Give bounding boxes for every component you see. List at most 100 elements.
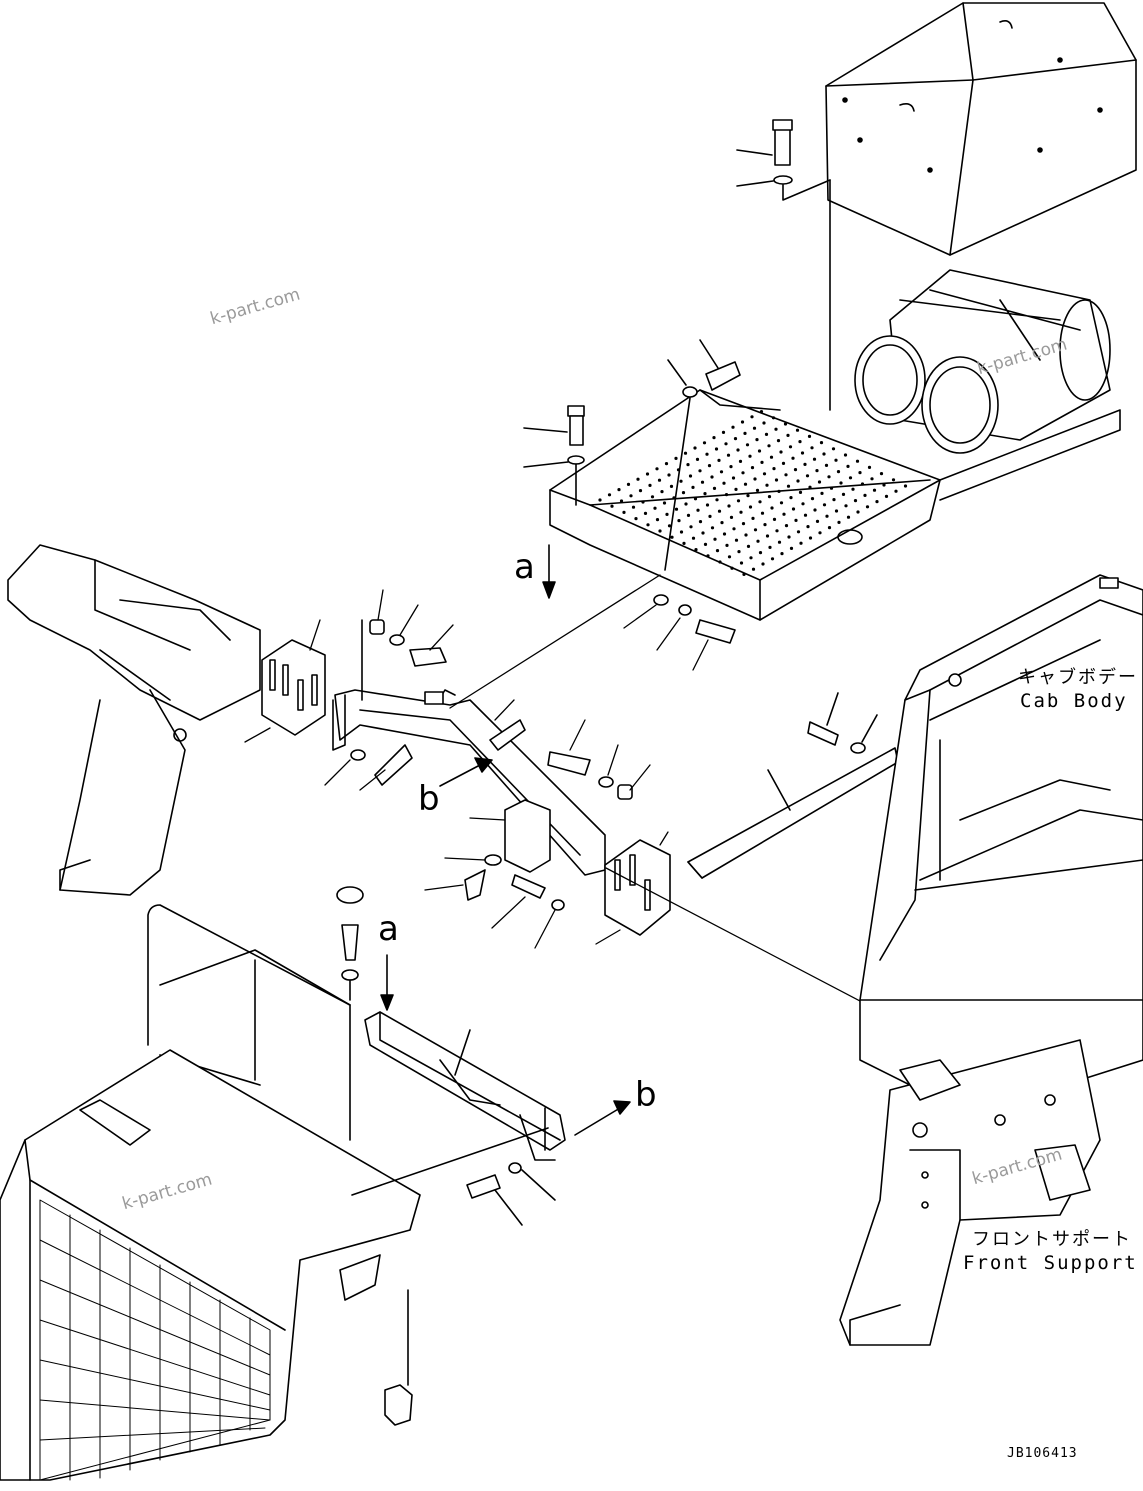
perforation-hole [779,450,783,454]
perforation-hole [736,448,740,452]
perforation-hole [738,459,743,463]
perforation-hole [798,440,802,444]
left-frame-bracket [7,544,261,896]
perforation-hole [634,517,638,521]
aftertreatment-units [854,269,1111,454]
lower-crossbar [351,1011,566,1226]
perforation-hole [750,415,754,419]
perforation-hole [745,443,750,447]
perforation-hole [688,474,693,478]
perforation-hole [777,540,782,544]
perforation-hole [714,447,719,451]
perforation-hole [731,476,736,480]
drawing-code: JB106413 [1007,1446,1078,1461]
perforation-hole [722,532,727,536]
cab-body-label-en: Cab Body [1020,690,1128,712]
perforation-hole [729,515,734,520]
perforation-hole [767,495,772,499]
perforation-hole [836,470,841,474]
perforation-hole [894,489,898,493]
perforation-hole [702,441,707,445]
perforation-hole [822,452,826,456]
front-support [839,1039,1101,1346]
radiator-grille [39,1199,271,1481]
perforation-hole [715,498,719,502]
perforation-hole [739,561,744,565]
perforation-hole [664,462,669,466]
perforation-hole [808,536,813,540]
perforation-hole [734,487,738,491]
perforation-hole [819,441,824,445]
perforation-hole [844,504,848,508]
perforation-hole [731,425,735,429]
perforation-hole [703,492,707,496]
perforation-hole [693,497,698,501]
perforation-hole [681,491,686,495]
perforation-hole [751,516,755,521]
perforation-hole [741,471,745,475]
perforation-hole [772,517,777,522]
perforation-hole [682,541,686,546]
perforation-hole [813,508,817,512]
perforation-hole [815,519,820,524]
perforation-hole [648,483,652,487]
perforation-hole [724,442,728,446]
perforation-hole [843,453,848,457]
perforation-hole [834,509,839,513]
perforation-hole [774,478,779,482]
perforation-hole [706,554,710,558]
view-marker-b-right: b [635,1075,657,1115]
perforation-hole [794,518,798,523]
perforation-hole [875,500,879,504]
perforation-hole [818,531,822,535]
perforation-hole [855,459,860,463]
perforation-hole [822,503,827,507]
perforation-hole [669,484,674,488]
perforation-hole [793,468,798,472]
perforation-hole [815,469,819,473]
perforation-hole [755,438,759,442]
perforation-hole [863,493,867,497]
perforation-hole [622,510,626,514]
perforation-hole [834,458,838,462]
perforation-hole [851,487,855,491]
perforation-hole [870,477,874,481]
handrail [147,904,351,1141]
perforation-hole [758,500,762,504]
perforation-hole [712,436,716,440]
perforation-hole [872,488,877,492]
perforation-hole [853,499,858,503]
perforation-hole [631,505,636,509]
perforation-hole [903,484,908,488]
perforation-hole [806,525,810,529]
perforation-hole [841,492,846,496]
perforation-hole [708,514,712,519]
perforation-hole [677,519,681,523]
perforation-hole [726,453,731,457]
perforation-hole [769,455,774,459]
perforation-hole [696,508,700,512]
perforation-hole [748,505,753,509]
bolt-and-washer-top [736,119,831,411]
perforation-hole [784,473,788,477]
perforation-hole [698,520,703,524]
perforation-hole [679,530,684,534]
perforation-hole [837,520,841,525]
perforation-hole [619,499,624,503]
perforation-hole [770,557,775,561]
perforation-hole [743,431,747,435]
perforation-hole [740,420,745,424]
perforation-hole [705,503,710,507]
view-arrows [380,544,631,1136]
perforation-hole [705,452,709,456]
perforation-hole [691,485,695,489]
perforation-hole [667,524,672,528]
perforation-hole [667,473,671,477]
perforation-hole [759,410,764,414]
perforation-hole [617,488,621,492]
perforation-hole [727,555,732,559]
perforation-hole [727,504,731,508]
perforation-hole [712,486,717,490]
perforation-hole [846,515,851,519]
perforation-hole [777,489,781,493]
